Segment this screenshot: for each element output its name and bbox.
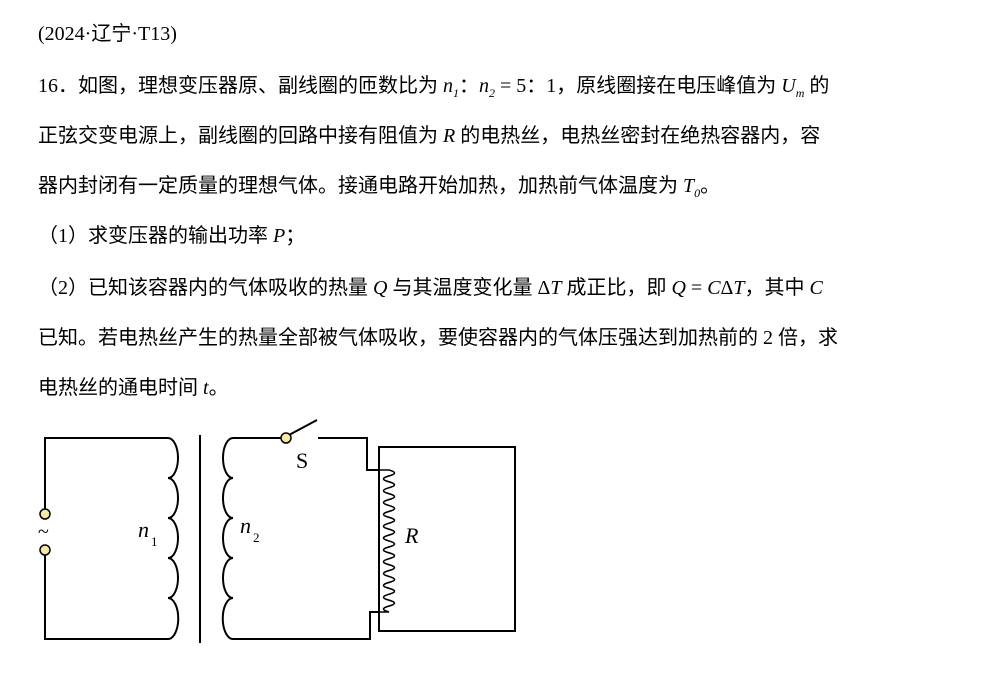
question-1: （1）求变压器的输出功率 P；: [38, 225, 306, 247]
switch-contact: [280, 432, 292, 444]
primary-coil: [167, 437, 180, 640]
secondary-coil: [221, 437, 234, 640]
label-n1: n: [138, 517, 149, 542]
label-resistor: R: [404, 523, 419, 548]
label-n2: n: [240, 513, 251, 538]
label-n1-sub: 1: [151, 534, 158, 549]
source-terminal-top: [39, 508, 51, 520]
label-switch: S: [296, 448, 308, 473]
ac-source-symbol: ~: [38, 521, 49, 543]
problem-line-2: 正弦交变电源上，副线圈的回路中接有阻值为 R 的电热丝，电热丝密封在绝热容器内，…: [38, 125, 821, 147]
switch-lever: [288, 419, 318, 436]
source-tag: (2024·辽宁·T13): [38, 23, 177, 45]
heating-wire-resistor: [379, 469, 396, 613]
problem-line-3: 器内封闭有一定质量的理想气体。接通电路开始加热，加热前气体温度为 T0。: [38, 175, 721, 200]
problem-line-1: 16．如图，理想变压器原、副线圈的匝数比为 n1：n2 = 5：1，原线圈接在电…: [38, 75, 830, 100]
insulated-container: [378, 446, 516, 632]
label-n2-sub: 2: [253, 530, 260, 545]
question-2-line-2: 已知。若电热丝产生的热量全部被气体吸收，要使容器内的气体压强达到加热前的 2 倍…: [38, 327, 838, 349]
question-2: （2）已知该容器内的气体吸收的热量 Q 与其温度变化量 ΔT 成正比，即 Q =…: [38, 277, 823, 299]
question-2-line-3: 电热丝的通电时间 t。: [38, 377, 229, 399]
primary-wire: [44, 437, 168, 640]
source-terminal-bottom: [39, 544, 51, 556]
secondary-wire: [233, 437, 379, 640]
